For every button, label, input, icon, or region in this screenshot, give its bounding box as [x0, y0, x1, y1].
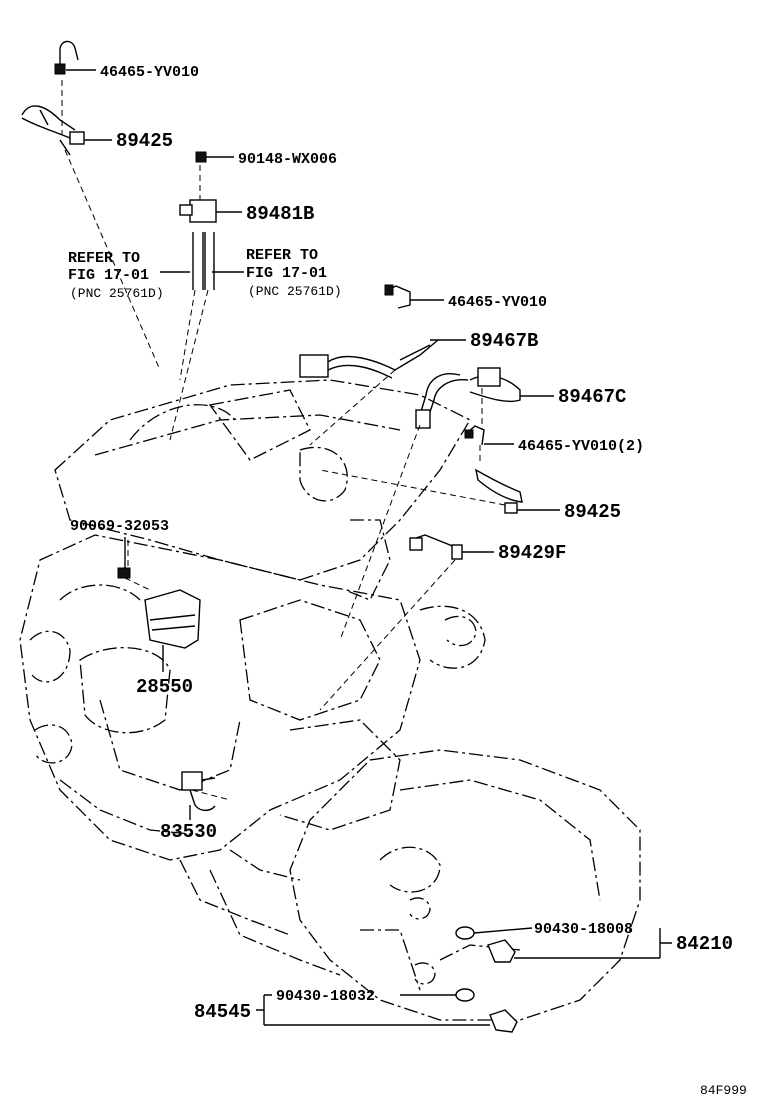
label-46465-yv010-mid: 46465-YV010: [448, 294, 547, 311]
label-89467c: 89467C: [558, 386, 626, 408]
label-90430-18032: 90430-18032: [276, 988, 375, 1005]
label-46465-yv010-2: 46465-YV010(2): [518, 438, 644, 455]
label-89425-right: 89425: [564, 501, 621, 523]
label-46465-yv010-top: 46465-YV010: [100, 64, 199, 81]
label-89481b: 89481B: [246, 203, 314, 225]
figure-code: 84F999: [700, 1083, 747, 1098]
label-89429f: 89429F: [498, 542, 566, 564]
refer-left-line1: REFER TO: [68, 250, 140, 267]
label-83530: 83530: [160, 821, 217, 843]
refer-left-line2: FIG 17-01: [68, 267, 149, 284]
label-84210: 84210: [676, 933, 733, 955]
engine-outline: [19, 379, 641, 1021]
label-90148-wx006: 90148-WX006: [238, 151, 337, 168]
label-89425-top: 89425: [116, 130, 173, 152]
part-shapes: [21, 40, 523, 1033]
location-leaders: [61, 80, 506, 801]
label-90069-32053: 90069-32053: [70, 518, 169, 535]
refer-right-line2: FIG 17-01: [246, 265, 327, 282]
callout-leaders: [66, 69, 672, 1026]
refer-right-line1: REFER TO: [246, 247, 318, 264]
label-90430-18008: 90430-18008: [534, 921, 633, 938]
refer-left-line3: (PNC 25761D): [70, 286, 164, 301]
label-84545: 84545: [194, 1001, 251, 1023]
refer-right-line3: (PNC 25761D): [248, 284, 342, 299]
label-28550: 28550: [136, 676, 193, 698]
label-89467b: 89467B: [470, 330, 538, 352]
